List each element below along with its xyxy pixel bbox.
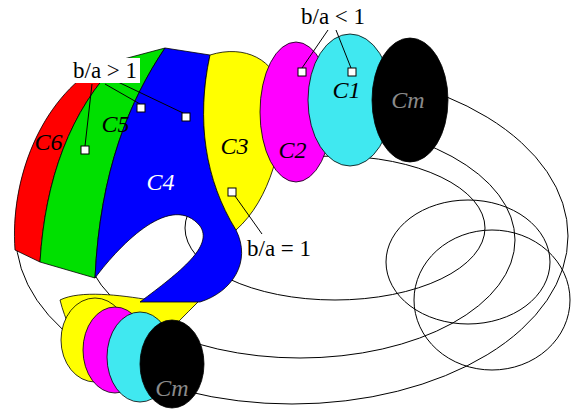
sample-points xyxy=(81,68,356,196)
coil-name: C5 xyxy=(101,112,129,136)
leader-line xyxy=(336,30,351,68)
leader-line xyxy=(85,84,92,146)
sample-point xyxy=(348,68,356,76)
coil-name: Cm xyxy=(155,376,188,400)
sample-point xyxy=(182,113,190,121)
leader-line xyxy=(302,30,328,68)
lower-black-ring xyxy=(140,320,204,408)
coil-label-box: Cm xyxy=(151,374,193,402)
coil-name: C6 xyxy=(34,130,62,154)
coil-label-box: Cm xyxy=(387,86,429,114)
tube-section xyxy=(386,200,550,324)
sample-point xyxy=(228,188,236,196)
black-ring xyxy=(372,38,448,162)
coil-label-box: C2 xyxy=(274,136,311,164)
tube-section xyxy=(414,230,570,370)
sample-point xyxy=(298,68,306,76)
coil-label-box: C1 xyxy=(328,76,365,104)
leader-line xyxy=(118,82,183,113)
coil-name: C2 xyxy=(278,138,306,162)
sample-point xyxy=(81,146,89,154)
coil-name: Cm xyxy=(391,88,424,112)
ratio-label: b/a < 1 xyxy=(298,4,368,29)
sample-point xyxy=(137,104,145,112)
ratio-label: b/a > 1 xyxy=(70,58,140,83)
coil-label-box: C5 xyxy=(97,110,134,138)
ratio-label: b/a = 1 xyxy=(244,236,314,261)
leader-line xyxy=(235,196,262,234)
coil-label-box: C6 xyxy=(30,128,67,156)
coil-label-box: C4 xyxy=(142,168,179,196)
coil-name: C3 xyxy=(220,134,248,158)
coil-name: C4 xyxy=(146,170,174,194)
leader-line xyxy=(105,84,140,104)
coil-label-box: C3 xyxy=(216,132,253,160)
coil-name: C1 xyxy=(332,78,360,102)
coil-bands xyxy=(14,34,448,408)
